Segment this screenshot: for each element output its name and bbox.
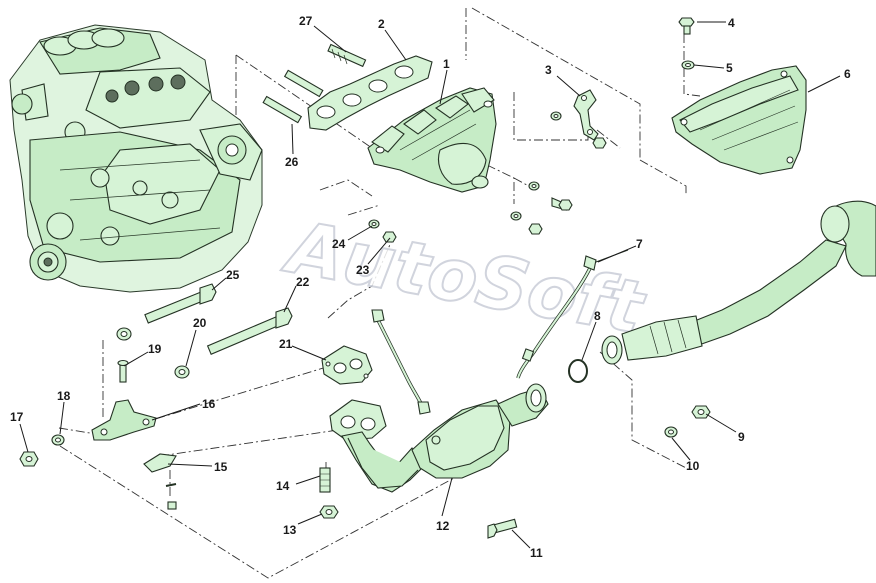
callout-2: 2 (378, 17, 385, 31)
downpipe-gasket (321, 345, 373, 385)
watermark-text: AutoSoft (277, 204, 652, 350)
exhaust-manifold-gasket (307, 55, 433, 131)
callout-12: 12 (436, 519, 450, 533)
callout-7: 7 (636, 237, 643, 251)
callout-19: 19 (148, 342, 162, 356)
callout-17: 17 (10, 410, 24, 424)
washer-20 (174, 365, 190, 379)
washer-upper-left (116, 327, 132, 341)
callout-5: 5 (726, 61, 733, 75)
front-pipe-catalytic-converter (329, 383, 549, 493)
upper-oxygen-sensor (516, 249, 629, 379)
washer-18 (51, 434, 65, 446)
flange-nut (691, 405, 711, 419)
callout-14: 14 (276, 479, 290, 493)
pin-19 (117, 359, 129, 383)
callout-27: 27 (299, 14, 313, 28)
heat-shield-bolt (678, 17, 695, 35)
heat-shield-washer (681, 60, 695, 70)
leader-lines (19, 21, 841, 549)
callout-11: 11 (530, 546, 543, 560)
callout-1: 1 (443, 57, 450, 71)
callout-15: 15 (214, 460, 228, 474)
callout-3: 3 (545, 63, 552, 77)
manifold-fasteners (368, 111, 607, 243)
callout-9: 9 (738, 430, 745, 444)
bolt-11 (487, 518, 518, 539)
seal-ring (568, 359, 588, 383)
callout-25: 25 (226, 268, 240, 282)
flange-washer (664, 426, 678, 438)
manifold-bracket (573, 89, 599, 141)
callout-22: 22 (296, 275, 310, 289)
pipe-bracket-16 (91, 399, 157, 441)
callout-24: 24 (332, 237, 346, 251)
callout-6: 6 (844, 67, 851, 81)
stud-26 (262, 69, 324, 124)
stud-14 (319, 467, 331, 493)
stud-27 (327, 43, 367, 68)
callout-13: 13 (283, 523, 297, 537)
muffler-pipe-assembly (601, 200, 876, 365)
callout-21: 21 (279, 337, 293, 351)
pipe-bracket-15 (143, 453, 177, 510)
nut-17 (19, 451, 39, 467)
callout-18: 18 (57, 389, 71, 403)
callout-20: 20 (193, 316, 207, 330)
callout-26: 26 (285, 155, 299, 169)
callout-4: 4 (728, 16, 735, 30)
callout-23: 23 (356, 263, 370, 277)
callout-16: 16 (202, 397, 216, 411)
lower-oxygen-sensor (371, 309, 431, 415)
long-bolt-25 (144, 283, 217, 324)
callout-labels: 27 2 1 3 4 5 6 26 24 23 7 25 22 20 19 21… (10, 14, 851, 560)
nut-13 (319, 505, 339, 519)
engine-block (9, 24, 263, 293)
long-bolt-22 (206, 307, 293, 355)
exhaust-manifold (367, 87, 497, 193)
heat-shield (671, 65, 807, 175)
callout-8: 8 (594, 309, 601, 323)
callout-10: 10 (686, 459, 700, 473)
